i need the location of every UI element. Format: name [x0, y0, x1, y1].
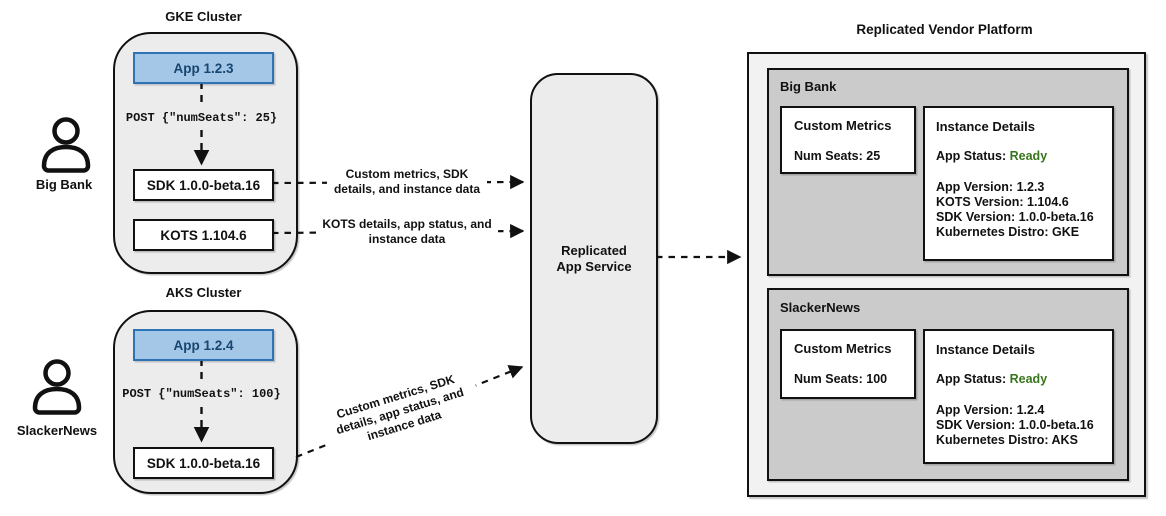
instance-details-card-slackernews: Instance Details App Status: Ready App V… [923, 329, 1114, 464]
custom-metrics-title: Custom Metrics [794, 341, 892, 356]
person-icon [32, 359, 82, 415]
aks-sdk-box: SDK 1.0.0-beta.16 [133, 447, 274, 479]
gke-cluster-title: GKE Cluster [165, 9, 242, 24]
custom-metrics-card-big-bank: Custom Metrics Num Seats: 25 [780, 106, 916, 174]
detail-line: App Version: 1.2.3 [936, 180, 1045, 194]
arrow-label-aks-data: Custom metrics, SDK details, app status,… [316, 365, 484, 458]
detail-line: Kubernetes Distro: AKS [936, 433, 1078, 447]
instance-details-lines: App Version: 1.2.4 SDK Version: 1.0.0-be… [936, 403, 1110, 448]
aks-post-payload-label: POST {"numSeats": 100} [116, 386, 287, 402]
num-seats-value: Num Seats: 100 [794, 372, 888, 386]
gke-sdk-box: SDK 1.0.0-beta.16 [133, 169, 274, 201]
user-label-big-bank: Big Bank [35, 177, 93, 192]
detail-line: Kubernetes Distro: GKE [936, 225, 1080, 239]
instance-details-title: Instance Details [936, 342, 1035, 357]
user-icon-big-bank [38, 116, 94, 176]
gke-kots-box: KOTS 1.104.6 [133, 219, 274, 251]
instance-details-lines: App Version: 1.2.3 KOTS Version: 1.104.6… [936, 180, 1110, 240]
aks-app-version-box: App 1.2.4 [133, 329, 274, 361]
detail-line: SDK Version: 1.0.0-beta.16 [936, 418, 1094, 432]
gke-app-version-box: App 1.2.3 [133, 52, 274, 84]
detail-line: KOTS Version: 1.104.6 [936, 195, 1069, 209]
user-icon-slackernews [29, 358, 85, 418]
user-label-slackernews: SlackerNews [16, 423, 98, 438]
app-status-label: App Status: [936, 149, 1007, 163]
detail-line: SDK Version: 1.0.0-beta.16 [936, 210, 1094, 224]
section-label-slackernews: SlackerNews [780, 300, 861, 315]
instance-details-card-big-bank: Instance Details App Status: Ready App V… [923, 106, 1114, 261]
detail-line: App Version: 1.2.4 [936, 403, 1045, 417]
arrow-label-kots-data: KOTS details, app status, and instance d… [316, 216, 498, 248]
app-status-line: App Status: Ready [936, 372, 1110, 386]
instance-details-title: Instance Details [936, 119, 1035, 134]
person-icon [41, 117, 91, 173]
custom-metrics-card-slackernews: Custom Metrics Num Seats: 100 [780, 329, 916, 399]
aks-cluster-title: AKS Cluster [165, 285, 242, 300]
app-status-line: App Status: Ready [936, 149, 1110, 163]
app-status-value: Ready [1009, 372, 1048, 386]
replicated-app-service-box: Replicated App Service [530, 73, 658, 444]
app-status-label: App Status: [936, 372, 1007, 386]
arrow-label-sdk-data: Custom metrics, SDK details, and instanc… [327, 166, 487, 198]
gke-post-payload-label: POST {"numSeats": 25} [121, 110, 282, 126]
num-seats-value: Num Seats: 25 [794, 149, 881, 163]
app-status-value: Ready [1009, 149, 1048, 163]
custom-metrics-title: Custom Metrics [794, 118, 892, 133]
vendor-platform-title: Replicated Vendor Platform [856, 22, 1033, 37]
section-label-big-bank: Big Bank [780, 79, 837, 94]
